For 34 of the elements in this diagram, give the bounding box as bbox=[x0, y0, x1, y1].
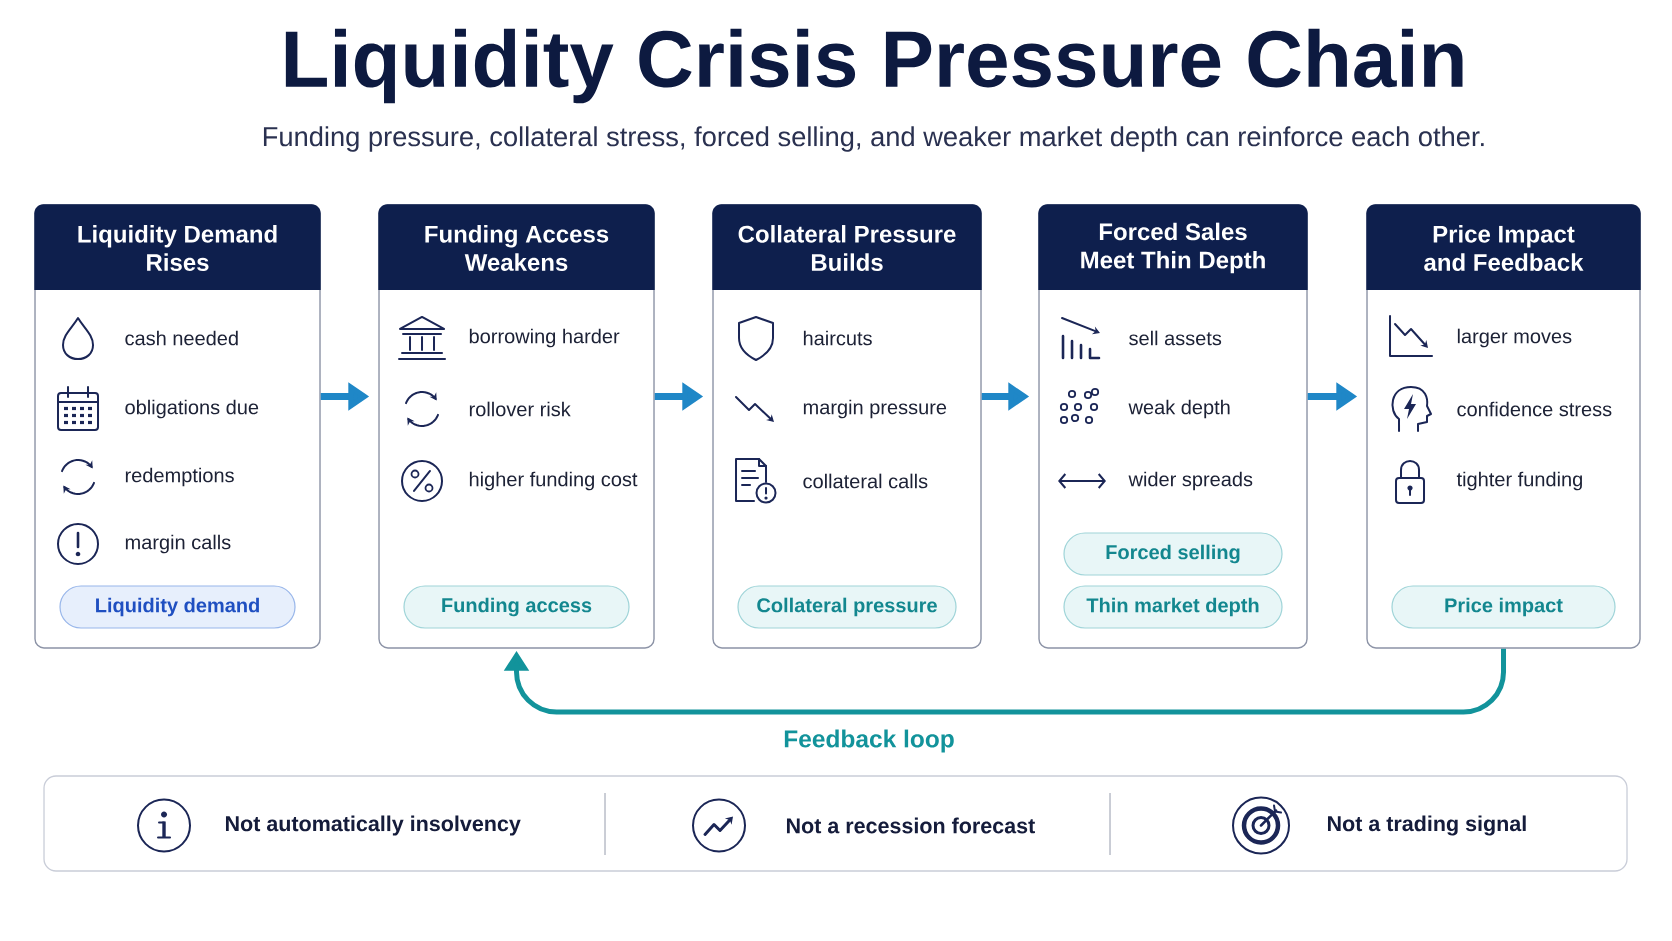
panel-header: Forced Sales Meet Thin Depth bbox=[1038, 204, 1308, 290]
panel-header: Price Impact and Feedback bbox=[1366, 204, 1641, 290]
item-text: cash needed bbox=[125, 330, 238, 346]
item-text: redemptions bbox=[125, 467, 234, 487]
arrow bbox=[503, 648, 1506, 715]
panel-header: Liquidity Demand Rises bbox=[34, 204, 321, 290]
tag-pill: Price impact bbox=[1391, 585, 1616, 629]
item-text: larger moves bbox=[1457, 328, 1572, 348]
edge-label: Feedback loop bbox=[781, 727, 957, 755]
tag-pill: Thin market depth bbox=[1063, 585, 1283, 629]
note-text: Not automatically insolvency bbox=[226, 815, 521, 836]
tag-pill: Forced selling bbox=[1063, 532, 1283, 576]
note-text: Not a trading signal bbox=[1328, 815, 1526, 836]
tag-pill: Funding access bbox=[403, 585, 630, 629]
item-text: tighter funding bbox=[1456, 471, 1582, 491]
title: Liquidity Crisis Pressure Chain bbox=[285, 28, 1463, 104]
item-text: margin calls bbox=[125, 534, 231, 554]
tag-pill: Liquidity demand bbox=[59, 585, 296, 629]
subtitle: Funding pressure, collateral stress, forced selling, and weaker market depth can reinforce each other. bbox=[263, 126, 1484, 152]
panel-header: Funding Access Weakens bbox=[378, 204, 655, 290]
item-text: haircuts bbox=[803, 330, 872, 346]
item-text: higher funding cost bbox=[469, 471, 638, 491]
item-text: margin pressure bbox=[803, 399, 947, 419]
tag-pill: Collateral pressure bbox=[737, 585, 957, 629]
item-text: borrowing harder bbox=[469, 328, 620, 348]
item-text: sell assets bbox=[1129, 330, 1222, 346]
panel-header: Collateral Pressure Builds bbox=[712, 204, 982, 290]
item-text: wider spreads bbox=[1128, 471, 1253, 491]
note-text: Not a recession forecast bbox=[787, 817, 1035, 834]
item-text: collateral calls bbox=[803, 473, 928, 489]
item-text: rollover risk bbox=[469, 401, 571, 417]
item-text: obligations due bbox=[125, 399, 259, 419]
item-text: confidence stress bbox=[1457, 401, 1612, 417]
item-text: weak depth bbox=[1128, 399, 1230, 419]
